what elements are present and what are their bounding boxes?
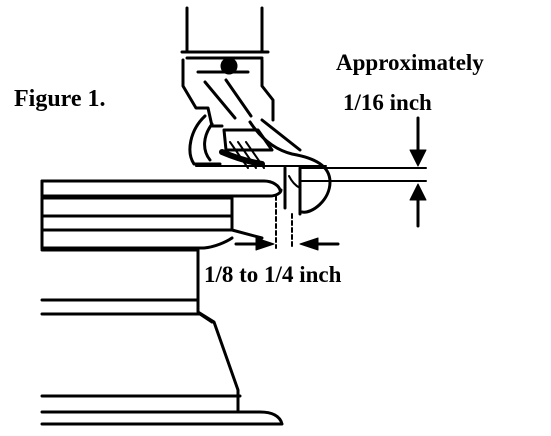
machine-base bbox=[40, 248, 284, 426]
figure-label: Figure 1. bbox=[14, 86, 106, 112]
presser-bar bbox=[180, 6, 270, 60]
top-gap-label: Approximately bbox=[336, 50, 484, 75]
top-gap-value-label: 1/16 inch bbox=[343, 90, 432, 115]
top-gap-indicator bbox=[299, 116, 427, 228]
fabric-layers bbox=[40, 179, 283, 250]
side-gap-label: 1/8 to 1/4 inch bbox=[204, 262, 342, 287]
presser-foot-sole bbox=[195, 118, 332, 216]
side-gap-indicator bbox=[234, 237, 340, 251]
presser-foot-shank bbox=[181, 57, 275, 169]
alignment-lines bbox=[275, 195, 293, 249]
